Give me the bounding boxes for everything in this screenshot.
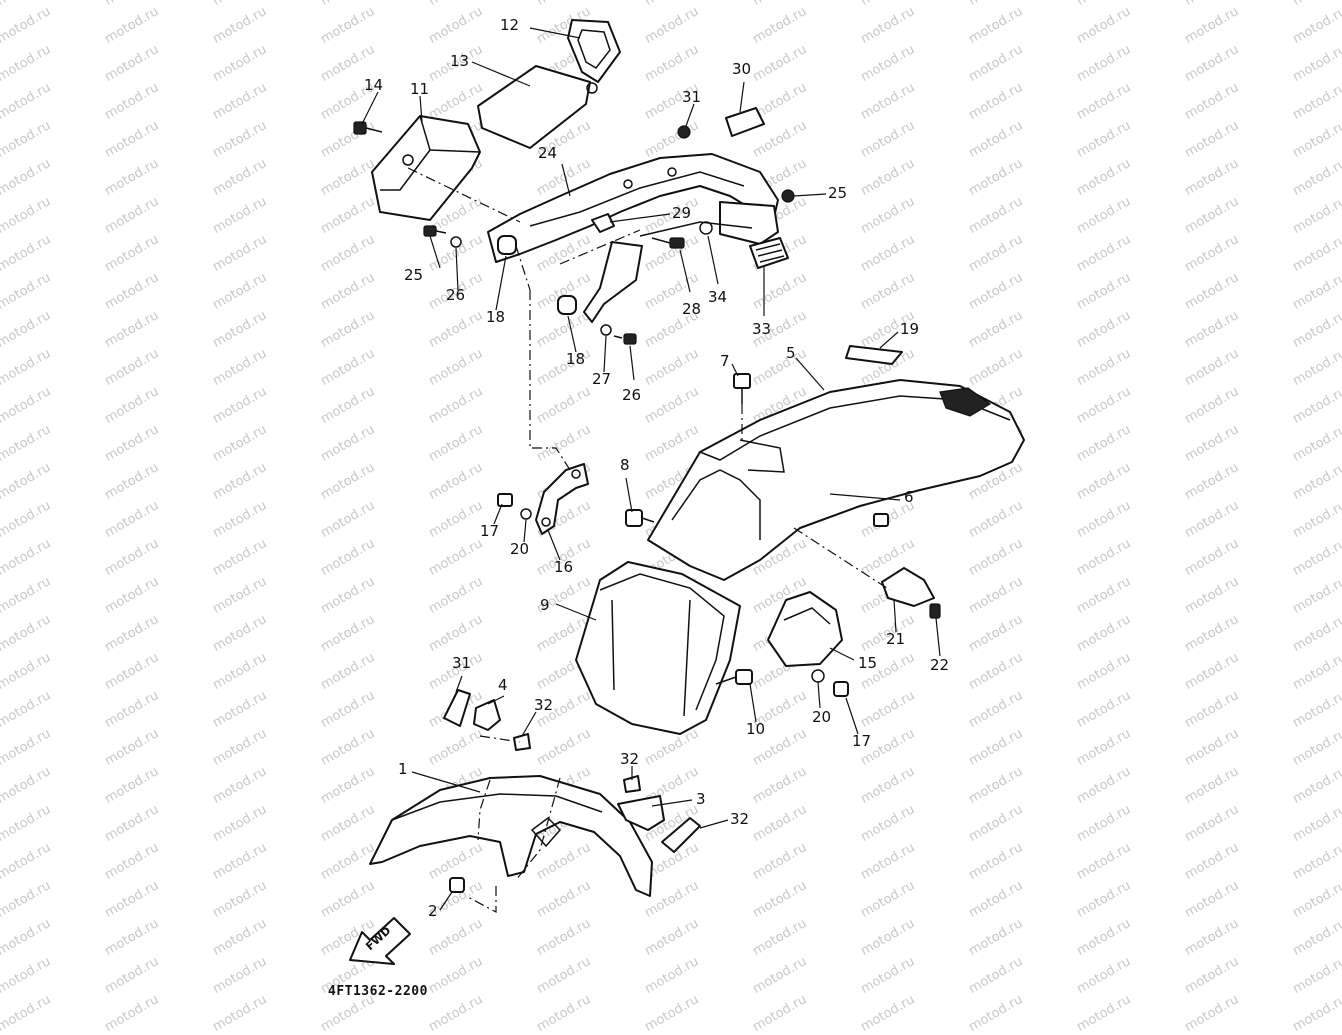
part-14-bolt	[353, 121, 383, 135]
part-21-bracket	[881, 567, 935, 607]
part-28-clip	[591, 213, 615, 233]
part-31-reflector-left	[443, 689, 471, 727]
callout-17-right: 17	[852, 732, 872, 750]
part-23-rear-frame	[487, 153, 779, 323]
callout-16: 16	[554, 558, 574, 576]
callout-29: 30	[732, 60, 752, 78]
callout-25-lower: 26	[622, 386, 642, 404]
part-1-front-fender	[369, 775, 653, 897]
part-18-damper-lower	[557, 295, 577, 315]
part-4-bracket	[473, 699, 501, 731]
part-32-nut-right	[623, 775, 641, 793]
part-7-bolt	[733, 373, 751, 404]
callout-13: 13	[450, 52, 470, 70]
callout-15: 15	[858, 654, 878, 672]
callout-26-upper: 26	[446, 286, 466, 304]
exploded-parts-diagram	[349, 19, 1025, 965]
part-34-washer	[699, 221, 713, 235]
callout-24: 25	[828, 184, 848, 202]
part-29-reflector	[725, 107, 765, 137]
callout-20-left: 20	[510, 540, 530, 558]
callout-21: 21	[886, 630, 906, 648]
document-id: 4FT1362-2200	[328, 984, 428, 999]
callout-33: 33	[752, 320, 772, 338]
callout-12: 12	[500, 16, 520, 34]
part-19-label	[845, 345, 903, 365]
part-18-damper-upper	[497, 235, 517, 255]
callout-leader-lines	[361, 27, 941, 911]
part-12-strap	[567, 19, 621, 94]
callout-11: 11	[410, 80, 430, 98]
fwd-arrow-icon	[349, 917, 411, 965]
callout-19: 19	[900, 320, 920, 338]
part-13-pad	[477, 65, 591, 149]
part-31-reflector-right	[661, 817, 701, 853]
part-3-bracket	[617, 795, 665, 831]
part-27-screw	[651, 237, 685, 249]
part-15-cover	[767, 591, 843, 667]
callout-4: 4	[498, 676, 508, 694]
part-24-nut	[781, 189, 795, 203]
part-17-bolt-left	[497, 493, 513, 507]
part-17-bolt-right	[833, 681, 849, 697]
part-33-reflector	[749, 237, 789, 269]
part-11-battery-box	[371, 115, 481, 221]
callout-28: 29	[672, 204, 692, 222]
part-32-nut-left	[513, 733, 531, 751]
callout-34: 34	[708, 288, 728, 306]
callout-31-left: 31	[452, 654, 472, 672]
callout-7: 7	[720, 352, 730, 370]
callout-31-right: 32	[730, 810, 750, 828]
callout-32-right: 32	[620, 750, 640, 768]
callout-25-upper: 25	[404, 266, 424, 284]
callout-18-lower: 18	[566, 350, 586, 368]
part-20-washer-left	[520, 508, 532, 520]
callout-23: 24	[538, 144, 558, 162]
part-5-rear-fender	[647, 379, 1025, 581]
callout-17-left: 17	[480, 522, 500, 540]
callout-14: 14	[364, 76, 384, 94]
callout-26-lower: 27	[592, 370, 612, 388]
part-26-washer-lower	[600, 324, 612, 336]
callout-1: 1	[398, 760, 408, 778]
part-8-bolt	[625, 509, 655, 527]
part-10-bolt	[715, 669, 753, 685]
part-25-bolt-upper	[423, 225, 447, 237]
callout-27: 28	[682, 300, 702, 318]
part-16-bracket	[535, 463, 589, 535]
callout-18-upper: 18	[486, 308, 506, 326]
callout-20-right: 20	[812, 708, 832, 726]
part-25-bolt-lower	[613, 333, 637, 345]
callout-6: 6	[904, 488, 914, 506]
callout-5: 5	[786, 344, 796, 362]
callout-10: 10	[746, 720, 766, 738]
part-2-bolt	[449, 877, 465, 893]
part-9-inner-fender	[575, 561, 741, 735]
part-6-bolt	[873, 513, 889, 527]
callout-2: 2	[428, 902, 438, 920]
part-30-nut	[677, 125, 691, 139]
callout-9: 9	[540, 596, 550, 614]
callout-30: 31	[682, 88, 702, 106]
assembly-guide-lines	[407, 167, 891, 913]
callout-3: 3	[696, 790, 706, 808]
part-26-washer-upper	[450, 236, 462, 248]
callout-32-left: 32	[534, 696, 554, 714]
part-20-washer-right	[811, 669, 825, 683]
callout-22: 22	[930, 656, 950, 674]
part-22-screw	[929, 603, 941, 619]
callout-8: 8	[620, 456, 630, 474]
